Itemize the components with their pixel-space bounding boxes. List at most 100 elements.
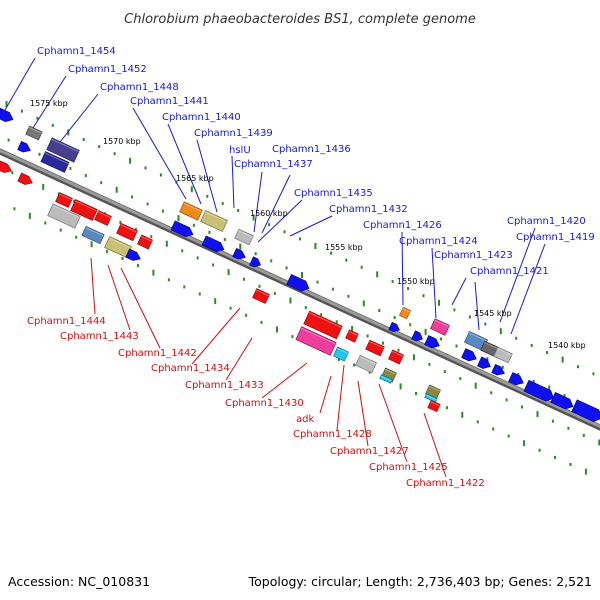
kbp-tick [592,372,595,376]
gene-box [355,354,377,374]
gene-box [70,199,98,221]
kbp-tick [212,263,215,267]
kbp-tick [90,241,93,248]
kbp-tick [335,320,338,324]
kbp-tick [283,230,286,234]
callout-line [319,375,332,414]
kbp-tick [443,370,446,373]
kbp-tick [20,109,23,113]
gene-label-forward: Cphamn1_1440 [162,112,241,123]
kbp-tick [548,385,551,392]
gene-box [345,329,359,343]
kbp-tick [291,335,294,339]
gene-label-reverse: Cphamn1_1433 [185,380,264,391]
gene-box [55,192,73,208]
kbp-tick [474,382,477,389]
kbp-tick [214,298,217,305]
kbp-tick [407,287,410,291]
kbp-tick [598,439,600,446]
gene-label-forward: Cphamn1_1432 [329,204,408,215]
kbp-tick [391,280,394,283]
callout-line [191,307,241,365]
kbp-tick [397,348,400,352]
callout-line [451,277,467,306]
kbp-tick [521,405,523,409]
kbp-tick [177,215,180,222]
kbp-tick [150,235,153,239]
kbp-tick [368,370,371,374]
kbp-tick [345,258,348,262]
kbp-label: 1550 kbp [397,277,435,286]
kbp-tick [382,341,384,345]
kbp-tick [546,351,549,354]
kbp-tick [75,235,78,239]
kbp-tick [98,145,101,149]
kbp-tick [353,363,356,367]
kbp-tick [378,309,381,312]
kbp-label: 1540 kbp [548,341,586,350]
gene-box [427,399,441,413]
kbp-tick [422,294,425,298]
kbp-tick [260,320,263,324]
callout-line [336,364,345,431]
kbp-tick [351,325,354,332]
gene-arrow [523,379,555,402]
kbp-tick [192,223,195,227]
gene-arrow [550,392,574,410]
callout-line [378,383,408,463]
gene-features [0,105,600,422]
kbp-label: 1570 kbp [103,137,141,146]
kbp-tick [428,362,431,366]
gene-box [333,346,349,362]
gene-arrow [249,256,261,268]
gene-label-reverse: Cphamn1_1428 [293,429,372,440]
gene-arrow [232,248,246,260]
kbp-tick [424,328,427,335]
kbp-tick [569,463,572,466]
kbp-tick [499,328,502,335]
gene-arrow [477,356,491,369]
kbp-tick [13,207,16,211]
kbp-tick [198,292,201,296]
kbp-tick [515,336,518,340]
kbp-tick [532,380,535,383]
gene-label-forward: Cphamn1_1454 [37,46,116,57]
callout-line [132,107,187,200]
kbp-tick [113,152,116,156]
gene-label-forward: Cphamn1_1424 [399,236,478,247]
gene-box [40,151,70,173]
map-title: Chlorobium phaeobacteroides BS1, complet… [124,12,476,27]
gene-box [295,326,337,356]
kbp-label: 1565 kbp [176,174,214,183]
kbp-tick [320,313,323,317]
kbp-tick [84,174,87,178]
kbp-tick [551,419,554,423]
gene-label-forward: Cphamn1_1437 [234,159,313,170]
kbp-tick-tracks [5,101,600,475]
gene-label-forward: Cphamn1_1419 [516,232,595,243]
kbp-tick [301,272,303,278]
accession-text: Accession: NC_010831 [8,574,150,589]
callout-line [289,215,333,237]
kbp-tick [106,249,109,253]
kbp-tick [152,269,155,276]
kbp-tick [523,440,526,447]
callout-line [510,243,546,335]
gene-label-forward: Cphamn1_1423 [434,250,513,261]
kbp-tick [67,129,70,136]
kbp-tick [438,299,440,306]
gene-arrow [424,335,440,349]
kbp-tick [51,123,54,127]
callout-line [357,380,369,447]
kbp-tick [563,394,566,398]
callout-line [107,264,131,331]
gene-box [430,318,450,336]
kbp-tick [505,398,508,402]
kbp-tick [366,334,369,338]
kbp-tick [409,323,412,327]
gene-label-forward: Cphamn1_1426 [363,220,442,231]
kbp-tick [455,344,458,348]
gene-box [388,349,404,365]
